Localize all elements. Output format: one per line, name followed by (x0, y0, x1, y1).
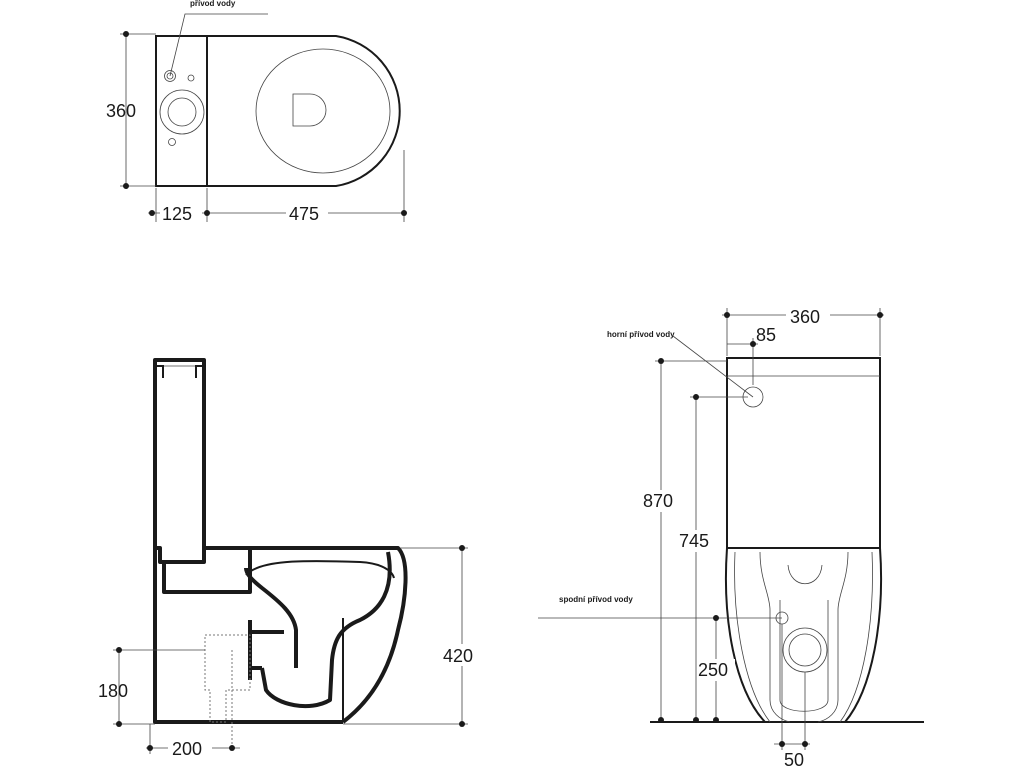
front-view-dim-250-text: 250 (698, 660, 728, 680)
top-view-dim-360-dot-top (123, 31, 129, 37)
top-view-flush-button-outer (159, 89, 205, 135)
side-view-tank-lid-ledge-left (155, 365, 164, 378)
side-view-dim-200-dot-right (229, 745, 235, 751)
side-view-tank (153, 358, 206, 558)
side-view-dim-180-dot-bottom (116, 721, 122, 727)
top-view-bottom-hole (168, 138, 176, 146)
front-view-dim-745-text: 745 (679, 531, 709, 551)
side-view-dim-420-text: 420 (443, 646, 473, 666)
front-view-bottom-inlet-label: spodní přívod vody (559, 595, 633, 604)
top-view-dim-360-dot-bottom (123, 183, 129, 189)
top-view-dim-125-text: 125 (162, 204, 192, 224)
front-view-dim-250-dot-bottom (713, 717, 719, 723)
front-view-dim-50-dot-left (779, 741, 785, 747)
front-view-dim-85-text: 85 (756, 325, 776, 345)
top-view-inlet-circle-inner (166, 72, 174, 80)
front-view-bowl-inner-right (839, 551, 873, 723)
side-view-outlet-ghost (204, 634, 251, 723)
front-view-dim-360-dot-right (877, 312, 883, 318)
front-view-bowl-inner-left (734, 551, 771, 723)
top-view-flush-button-inner (167, 97, 197, 127)
front-view-dim-360-text: 360 (790, 307, 820, 327)
side-view-tank-seat (155, 546, 252, 594)
side-view-bowl-inner (244, 567, 298, 668)
top-view-bowl-rim (255, 48, 391, 174)
side-view-dim-200-dot-left (147, 745, 153, 751)
top-view-dim-dot-left (149, 210, 155, 216)
front-view-dim-85-dot-right (750, 341, 756, 347)
top-view-outline (155, 35, 401, 187)
front-view: 360 85 horní přívod vody 870 745 spodní … (538, 305, 924, 768)
front-view-bowl-outline (724, 547, 883, 723)
top-view: přívod vody 360 125 475 (106, 0, 407, 224)
side-view-dim-180-text: 180 (98, 681, 128, 701)
front-view-tank (726, 357, 881, 549)
top-view-small-hole (187, 74, 195, 82)
side-view-rim (245, 560, 395, 579)
side-view-dim-180-dot-top (116, 647, 122, 653)
front-view-outlet-inner (788, 633, 822, 667)
top-view-dim-360-text: 360 (106, 101, 136, 121)
top-view-inlet-circle (164, 70, 176, 82)
front-view-trap-top (787, 564, 823, 584)
front-view-top-inlet-label: horní přívod vody (607, 330, 675, 339)
side-view-bowl-outer (250, 546, 408, 724)
side-view-dim-420-dot-top (459, 545, 465, 551)
front-view-dim-745-dot-bottom (693, 717, 699, 723)
front-view-outlet-outer (782, 627, 828, 673)
front-view-dim-360-dot-left (724, 312, 730, 318)
top-view-dim-dot-right (401, 210, 407, 216)
front-view-dim-870-dot-bottom (658, 717, 664, 723)
top-view-dim-475-text: 475 (289, 204, 319, 224)
side-view-base (153, 558, 343, 724)
top-view-dim-dot-mid (204, 210, 210, 216)
top-view-inlet-leader (169, 13, 268, 77)
top-view-inlet-label: přívod vody (190, 0, 236, 8)
front-view-pedestal-inner (779, 600, 829, 712)
side-view-bowl-basin (260, 551, 392, 709)
side-view-tank-lid-ledge-right (195, 365, 204, 378)
side-view-dim-200-text: 200 (172, 739, 202, 759)
top-view-drain-symbol (292, 93, 327, 127)
front-view-dim-745-dot-top (693, 394, 699, 400)
front-view-dim-870-dot-top (658, 358, 664, 364)
side-view-dim-420-dot-bottom (459, 721, 465, 727)
front-view-dim-870-text: 870 (643, 491, 673, 511)
front-view-dim-50-text: 50 (784, 750, 804, 768)
side-view: 420 180 200 (98, 358, 480, 760)
front-view-dim-50-dot-right (802, 741, 808, 747)
side-view-trap-inner (250, 630, 284, 670)
front-view-top-inlet-leader (672, 335, 754, 398)
front-view-pedestal (759, 551, 849, 723)
front-view-dim-250-dot-top (713, 615, 719, 621)
